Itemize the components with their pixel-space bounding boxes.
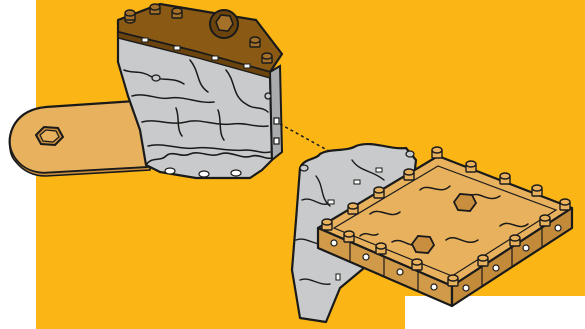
tan-hinge-tab (10, 100, 150, 176)
hex-socket-icon (454, 194, 476, 211)
hex-socket-icon (216, 15, 233, 31)
background-white-cutout-right (405, 296, 585, 329)
hex-socket-icon (412, 236, 434, 253)
